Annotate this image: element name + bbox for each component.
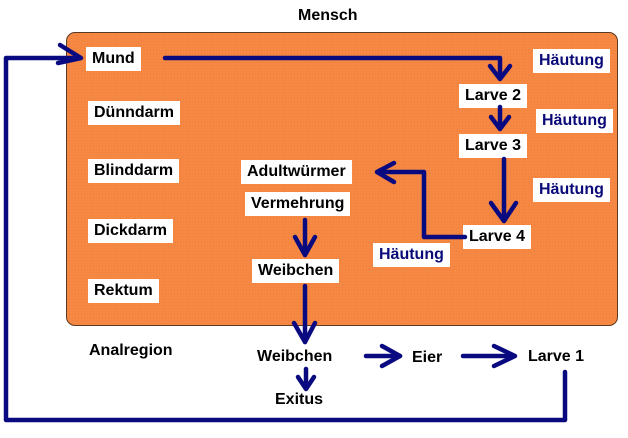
arrow-larva4-to-adult-head (374, 160, 397, 185)
arrow-females-to-anal-head (291, 320, 318, 345)
arrow-females-to-exitus-head (295, 374, 317, 392)
stage-exitus: Exitus (275, 391, 324, 408)
stage-females-inside: Weibchen (252, 259, 340, 283)
stage-larva-3: Larve 3 (459, 134, 528, 158)
arrow-mouth-to-larva2 (162, 55, 503, 81)
organ-mouth: Mund (86, 47, 141, 71)
molting-label-3: Häutung (533, 178, 610, 202)
arrow-larva1-to-mouth-head (55, 42, 84, 66)
host-title: Mensch (298, 7, 358, 24)
arrow-mouth-to-larva2-head (487, 63, 513, 82)
organ-cecum: Blinddarm (88, 159, 180, 183)
molting-label-2: Häutung (536, 109, 613, 133)
molting-label-4: Häutung (373, 243, 450, 267)
stage-females-outside: Weibchen (257, 348, 333, 365)
arrow-larva2-to-larva3-head (488, 114, 512, 132)
stage-reproduction: Vermehrung (245, 192, 351, 216)
organ-small-intestine: Dünndarm (88, 101, 180, 125)
organ-rectum: Rektum (88, 279, 159, 303)
arrow-reproduction-to-females-head (292, 234, 318, 258)
anal-region-label: Analregion (89, 342, 173, 359)
stage-larva-1: Larve 1 (528, 348, 585, 365)
stage-eggs: Eier (412, 349, 443, 366)
arrow-eggs-to-larva1-head (491, 343, 518, 369)
stage-adult-worms: Adultwürmer (241, 160, 352, 184)
molting-label-1: Häutung (533, 49, 610, 73)
arrow-females-to-eggs-head (379, 343, 403, 369)
arrow-larva4-to-adult (375, 169, 468, 240)
stage-larva-4: Larve 4 (463, 225, 532, 249)
organ-colon: Dickdarm (88, 219, 173, 243)
stage-larva-2: Larve 2 (459, 84, 528, 108)
arrow-larva3-to-larva4-head (488, 200, 519, 224)
arrow-larva1-to-mouth (3, 55, 568, 423)
